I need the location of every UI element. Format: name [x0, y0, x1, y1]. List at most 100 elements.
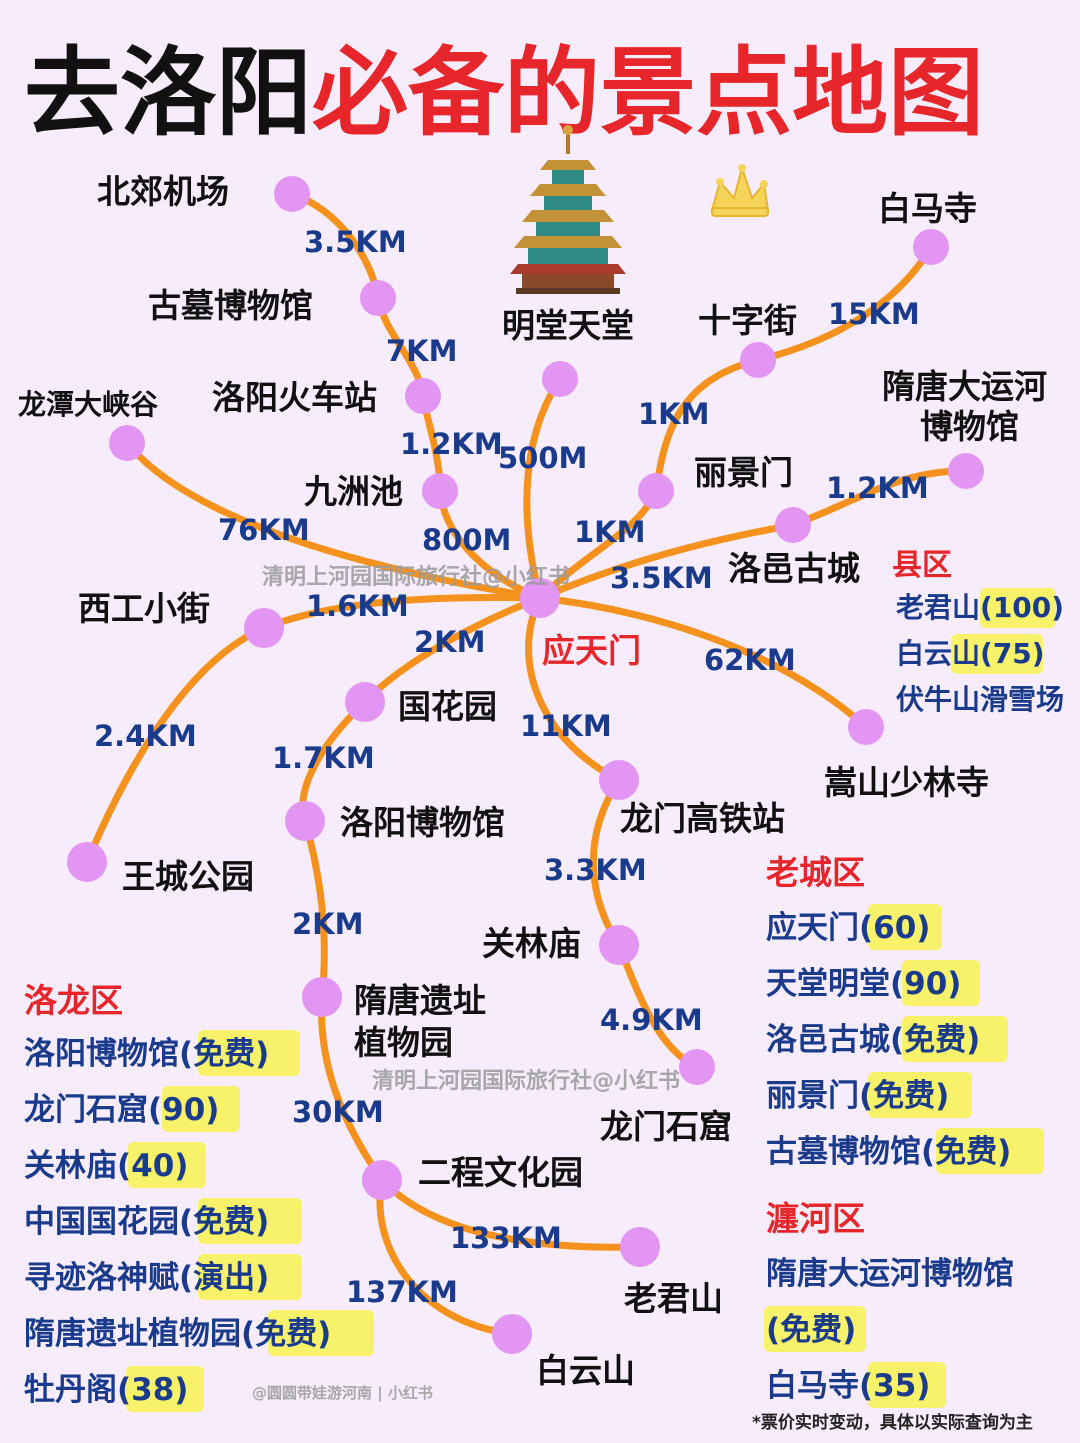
distance-labels: 3.5KM 7KM 1.2KM 800M 76KM 1.6KM 2.4KM 2K…	[94, 225, 929, 1309]
label-mingtang: 明堂天堂	[502, 306, 634, 345]
distance-museum-guohua: 1.7KM	[272, 741, 375, 775]
node-yingtianmen-hub[interactable]	[520, 578, 560, 618]
label-songshan: 嵩山少林寺	[824, 763, 989, 802]
price-footnote: *票价实时变动，具体以实际查询为主	[752, 1412, 1033, 1433]
node-longmen-grottoes[interactable]	[679, 1049, 715, 1085]
county-item-3: 伏牛山滑雪场	[896, 683, 1064, 716]
node-guohua[interactable]	[345, 682, 385, 722]
page-title: 去洛阳必备的景点地图	[24, 37, 984, 149]
label-tomb-museum: 古墓博物馆	[148, 286, 313, 325]
oldcity-item-2-price-highlight	[902, 960, 980, 1006]
luolong-item-7-price-highlight	[126, 1366, 204, 1412]
node-luoyang-museum[interactable]	[285, 801, 325, 841]
region-oldcity-title: 老城区	[766, 853, 865, 892]
node-guanlin[interactable]	[599, 925, 639, 965]
distance-wangcheng-xigong: 2.4KM	[94, 719, 197, 753]
route-longtan-to-hub	[123, 439, 544, 602]
oldcity-item-3-price-highlight	[902, 1016, 1008, 1062]
node-longtan[interactable]	[109, 425, 145, 461]
node-wangcheng[interactable]	[67, 842, 107, 882]
label-canal-1: 隋唐大运河	[882, 367, 1047, 406]
luolong-item-3-price-highlight	[128, 1142, 206, 1188]
region-county: 县区 老君山(100) 白云山(75) 伏牛山滑雪场	[892, 548, 1064, 716]
node-songshan[interactable]	[848, 709, 884, 745]
node-shizijie[interactable]	[740, 342, 776, 378]
chanhe-item-3-price-highlight	[868, 1362, 946, 1408]
title-red-part: 必备的景点地图	[312, 37, 984, 149]
node-lijingmen[interactable]	[638, 473, 674, 509]
region-luolong-title: 洛龙区	[24, 981, 123, 1020]
oldcity-item-2: 天堂明堂(90)	[766, 966, 961, 1002]
distance-airport-tomb: 3.5KM	[304, 225, 407, 259]
label-laojun: 老君山	[624, 1279, 723, 1318]
node-canal-museum[interactable]	[948, 453, 984, 489]
luolong-item-1: 洛阳博物馆(免费)	[24, 1036, 269, 1072]
node-baiyun[interactable]	[492, 1314, 532, 1354]
node-train-station[interactable]	[405, 378, 441, 414]
label-suitang-garden-1: 隋唐遗址	[354, 981, 486, 1020]
crown-icon	[710, 164, 770, 217]
route-airport-to-train	[288, 190, 444, 495]
route-guohua-to-ercheng	[299, 698, 386, 1184]
label-luoyang-museum: 洛阳博物馆	[340, 803, 505, 842]
watermark-lower: 清明上河园国际旅行社@小红书	[372, 1068, 680, 1094]
node-beijiao-airport[interactable]	[274, 176, 310, 212]
label-longmen-grottoes: 龙门石窟	[600, 1107, 732, 1146]
distance-lijing-shizi: 1KM	[638, 397, 710, 431]
county-item-1-price-highlight	[980, 588, 1056, 628]
distance-hub-longmen-station: 11KM	[520, 709, 612, 743]
label-baiyun: 白云山	[536, 1351, 635, 1390]
region-chanhe-title: 瀍河区	[766, 1199, 865, 1238]
county-item-2: 白云山(75)	[896, 637, 1045, 670]
node-ercheng[interactable]	[362, 1160, 402, 1200]
distance-tomb-train: 7KM	[386, 334, 458, 368]
node-longmen-station[interactable]	[599, 760, 639, 800]
chanhe-item-2-price-highlight	[764, 1306, 866, 1352]
distance-guanlin-grottoes: 4.9KM	[600, 1003, 703, 1037]
distance-hub-lijing: 1KM	[574, 515, 646, 549]
distance-hub-songshan: 62KM	[704, 643, 796, 677]
label-baima: 白马寺	[878, 189, 977, 228]
region-county-title: 县区	[892, 548, 952, 583]
node-tomb-museum[interactable]	[360, 280, 396, 316]
luolong-item-5-price-highlight	[198, 1254, 302, 1300]
oldcity-item-5-price-highlight	[936, 1128, 1044, 1174]
distance-hub-luoyi: 3.5KM	[610, 561, 713, 595]
route-hub-to-songshan	[536, 594, 870, 731]
label-guanlin: 关林庙	[482, 924, 581, 963]
distance-jiuzhou-hub: 800M	[422, 523, 511, 557]
county-item-2-price-highlight	[951, 634, 1043, 674]
luolong-item-4-price-highlight	[198, 1198, 302, 1244]
luolong-item-4: 中国国花园(免费)	[24, 1204, 269, 1240]
node-luoyi[interactable]	[775, 507, 811, 543]
distance-train-jiuzhou: 1.2KM	[400, 427, 503, 461]
distance-canal-luoyi: 1.2KM	[826, 471, 929, 505]
node-mingtang[interactable]	[542, 361, 578, 397]
route-hub-to-baima	[536, 243, 935, 602]
node-laojun[interactable]	[620, 1227, 660, 1267]
node-suitang-garden[interactable]	[302, 977, 342, 1017]
distance-mingtang-hub: 500M	[498, 441, 587, 475]
region-chanhe: 瀍河区 隋唐大运河博物馆 (免费) 白马寺(35)	[764, 1199, 1014, 1408]
node-xigong[interactable]	[244, 608, 284, 648]
route-hub-to-grottoes	[525, 594, 701, 1071]
distance-station-guanlin: 3.3KM	[544, 853, 647, 887]
watermark-center: 清明上河园国际旅行社@小红书	[262, 564, 570, 590]
node-jiuzhouchi[interactable]	[422, 473, 458, 509]
label-train-station: 洛阳火车站	[212, 378, 377, 417]
node-baima[interactable]	[913, 229, 949, 265]
chanhe-item-2: (免费)	[766, 1312, 856, 1348]
watermark-bottom: @圆圆带娃游河南 | 小红书	[252, 1384, 433, 1403]
label-guohua: 国花园	[398, 687, 497, 726]
oldcity-item-5: 古墓博物馆(免费)	[766, 1134, 1011, 1170]
label-lijingmen: 丽景门	[694, 453, 793, 492]
label-shizijie: 十字街	[698, 301, 797, 340]
chanhe-item-3: 白马寺(35)	[766, 1368, 930, 1404]
label-wangcheng: 王城公园	[122, 857, 254, 896]
oldcity-item-1: 应天门(60)	[766, 910, 930, 946]
chanhe-item-1: 隋唐大运河博物馆	[766, 1256, 1014, 1292]
luolong-item-2-price-highlight	[162, 1086, 240, 1132]
luolong-item-6: 隋唐遗址植物园(免费)	[24, 1316, 331, 1352]
luolong-item-3: 关林庙(40)	[24, 1148, 188, 1184]
